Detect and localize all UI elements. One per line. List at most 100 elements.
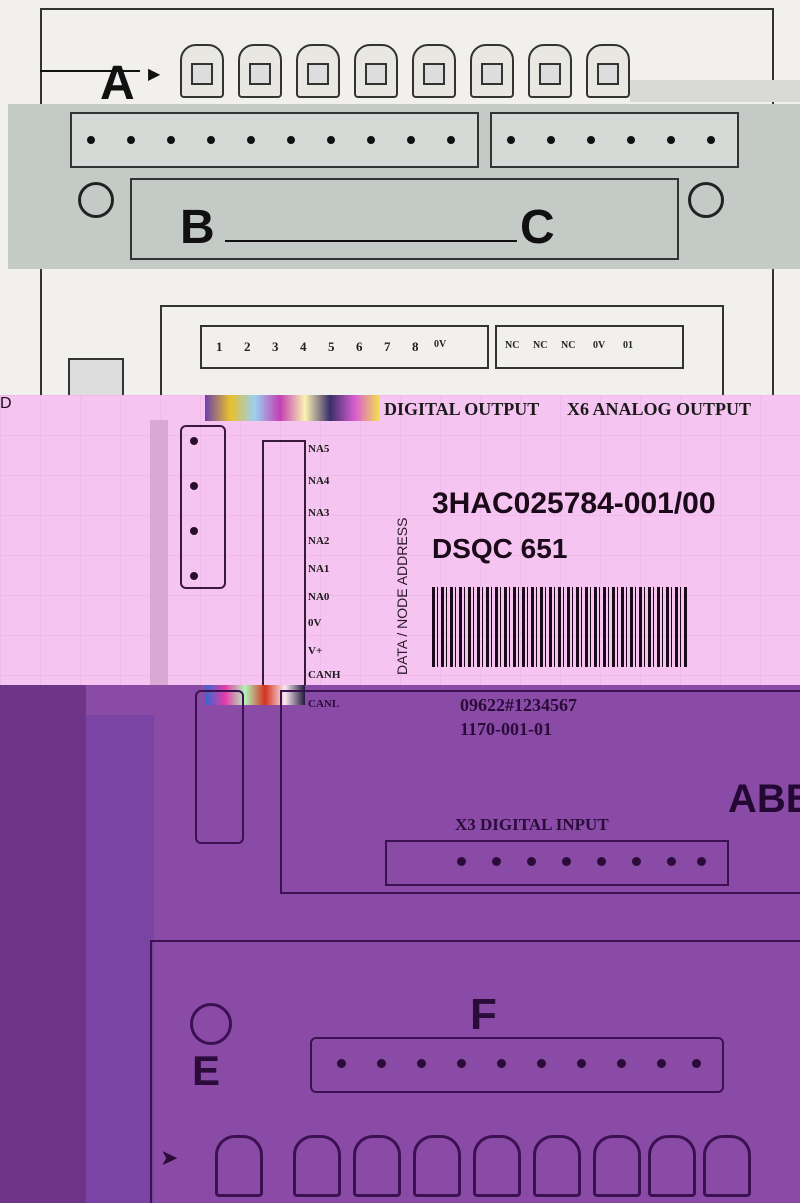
pin <box>247 136 255 144</box>
label-f: F <box>470 990 497 1039</box>
addr-pin-2: NA3 <box>308 507 330 519</box>
strip-num-4: 4 <box>300 339 307 354</box>
left-rail <box>150 420 168 685</box>
screw-left-icon <box>78 182 114 218</box>
pin <box>597 857 606 866</box>
led-7 <box>528 44 572 98</box>
arrow-right-icon: ➤ <box>160 1145 179 1170</box>
led-lower-5 <box>473 1135 521 1197</box>
status-strip-left: 1 2 3 4 5 6 7 8 0V <box>200 325 489 369</box>
left-edge <box>0 685 86 1203</box>
led-lower-4 <box>413 1135 461 1197</box>
datamatrix-barcode <box>432 587 687 667</box>
pin <box>190 527 198 535</box>
addr-pin-1: NA4 <box>308 475 330 487</box>
pin <box>497 1059 506 1068</box>
heading-analog-output: X6 ANALOG OUTPUT <box>567 399 752 419</box>
strip-num-6: 6 <box>356 339 363 354</box>
strip-misc-2: 01 <box>623 340 633 351</box>
module-outline <box>280 690 800 894</box>
terminal-block-lower <box>195 690 244 844</box>
serial-number: 09622#1234567 <box>460 695 577 715</box>
pin <box>407 136 415 144</box>
connector-f <box>310 1037 724 1093</box>
strip-num-3: 3 <box>272 339 279 354</box>
led-lower-9 <box>703 1135 751 1197</box>
screw-right-icon <box>688 182 724 218</box>
led-lower-8 <box>648 1135 696 1197</box>
strip-power: 0V <box>434 339 447 350</box>
led-lower-1 <box>215 1135 263 1197</box>
addr-pin-4: NA1 <box>308 563 330 575</box>
pin <box>657 1059 666 1068</box>
connector-c <box>490 112 739 168</box>
pin <box>697 857 706 866</box>
canl-pin: CANL <box>308 698 340 710</box>
strip-num-8: 8 <box>412 339 419 354</box>
addr-pin-3: NA2 <box>308 535 330 547</box>
lower-housing <box>150 940 800 1203</box>
led-2 <box>238 44 282 98</box>
arrow-head-icon: ▶ <box>148 66 161 83</box>
connector-b <box>70 112 479 168</box>
pin <box>417 1059 426 1068</box>
purple-section: CANL 09622#1234567 1170-001-01 ABB X3 DI… <box>0 685 800 1203</box>
addr-pin-0: NA5 <box>308 443 330 455</box>
pin <box>167 136 175 144</box>
pin <box>547 136 555 144</box>
addr-pin-8: CANH <box>308 669 341 681</box>
terminal-block <box>180 425 226 589</box>
label-c: C <box>520 201 555 254</box>
glitch-strip <box>630 80 800 102</box>
label-e: E <box>192 1047 221 1094</box>
pin <box>190 572 198 580</box>
panel-window <box>130 178 679 260</box>
model-name: DSQC 651 <box>432 533 568 564</box>
pin <box>692 1059 701 1068</box>
led-8 <box>586 44 630 98</box>
led-4 <box>354 44 398 98</box>
pin <box>507 136 515 144</box>
glitch-block-top <box>205 395 380 421</box>
pin <box>627 136 635 144</box>
led-lower-6 <box>533 1135 581 1197</box>
led-3 <box>296 44 340 98</box>
heading-digital-input: X3 DIGITAL INPUT <box>455 815 609 834</box>
label-a: A <box>100 57 135 110</box>
strip-misc-1: 0V <box>593 340 606 351</box>
status-strip-right: NC NC NC 0V 01 <box>495 325 684 369</box>
addr-pin-6: 0V <box>308 617 322 629</box>
abb-logo: ABB <box>728 777 800 821</box>
pin <box>617 1059 626 1068</box>
pin <box>190 482 198 490</box>
pin <box>337 1059 346 1068</box>
pin <box>457 857 466 866</box>
pin <box>287 136 295 144</box>
pin <box>632 857 641 866</box>
vertical-address-label: DATA / NODE ADDRESS <box>394 517 410 675</box>
led-5 <box>412 44 456 98</box>
strip-num-2: 2 <box>244 339 251 354</box>
pin <box>587 136 595 144</box>
pin <box>707 136 715 144</box>
pin <box>457 1059 466 1068</box>
side-connector <box>68 358 124 399</box>
strip-nc-3: NC <box>561 340 576 351</box>
strip-num-7: 7 <box>384 339 391 354</box>
strip-nc-2: NC <box>533 340 548 351</box>
pin <box>667 136 675 144</box>
arrow-a <box>40 70 140 72</box>
pin <box>527 857 536 866</box>
part-number: 3HAC025784-001/00 <box>432 487 716 520</box>
revision-number: 1170-001-01 <box>460 719 552 739</box>
pin <box>127 136 135 144</box>
strip-num-5: 5 <box>328 339 335 354</box>
addr-pin-5: NA0 <box>308 591 330 603</box>
pin <box>367 136 375 144</box>
pin <box>447 136 455 144</box>
pin <box>667 857 676 866</box>
led-1 <box>180 44 224 98</box>
pin <box>207 136 215 144</box>
addr-pin-7: V+ <box>308 645 323 657</box>
strip-num-1: 1 <box>216 339 223 354</box>
